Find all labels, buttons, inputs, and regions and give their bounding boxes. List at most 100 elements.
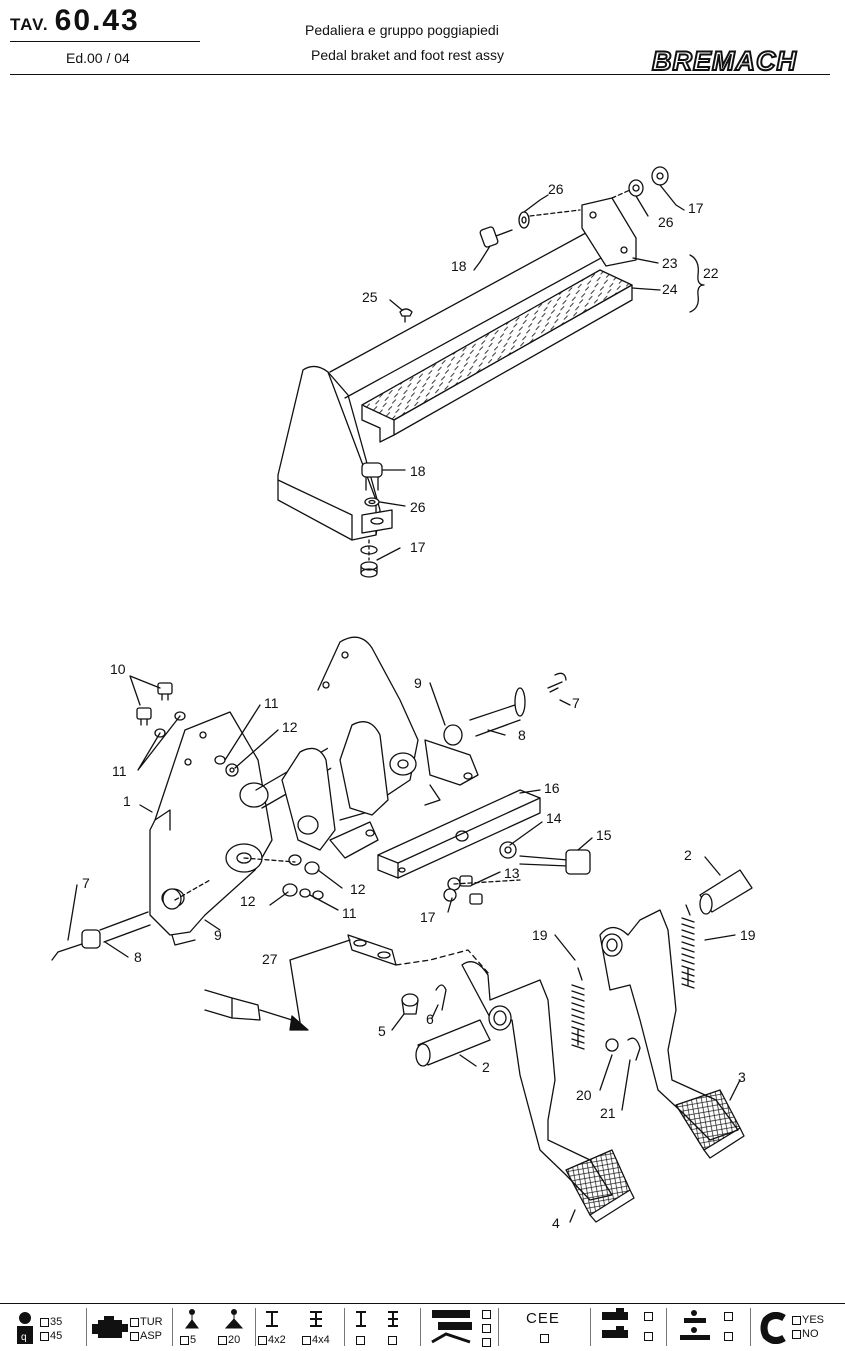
callout-6: 6 bbox=[426, 1011, 434, 1027]
axle-4x2-icon bbox=[266, 1311, 278, 1327]
footer-cell-drive: 4x2 4x4 bbox=[258, 1308, 342, 1348]
header-rule bbox=[10, 74, 830, 75]
edition: Ed.00 / 04 bbox=[66, 50, 130, 66]
callout-11: 11 bbox=[112, 763, 127, 779]
option-cab-1[interactable] bbox=[644, 1310, 654, 1322]
callout-17: 17 bbox=[420, 909, 436, 925]
option-20-speed[interactable]: 20 bbox=[218, 1334, 240, 1346]
option-cee[interactable] bbox=[540, 1332, 550, 1344]
callout-27: 27 bbox=[262, 951, 278, 967]
exploded-parts-drawing: 26 17 26 18 23 22 24 25 18 26 17 10 11 1… bbox=[0, 80, 845, 1300]
weight-icon: q bbox=[17, 1312, 33, 1344]
footer-cell-tonnage: q 35 45 bbox=[6, 1308, 86, 1348]
tav-number: 60.43 bbox=[54, 4, 140, 37]
option-platform-2[interactable] bbox=[724, 1330, 734, 1342]
callout-5: 5 bbox=[378, 1023, 386, 1039]
callout-8: 8 bbox=[518, 727, 526, 743]
callout-10: 10 bbox=[110, 661, 126, 677]
footer-options-bar: q 35 45 TUR ASP 5 20 4 bbox=[0, 1303, 845, 1351]
footer-cell-cee: CEE bbox=[502, 1308, 588, 1348]
callout-17: 17 bbox=[688, 200, 704, 216]
option-c-icon bbox=[760, 1312, 786, 1344]
gear-lever-reducer-icon bbox=[224, 1309, 244, 1329]
callout-3: 3 bbox=[738, 1069, 746, 1085]
title-italian: Pedaliera e gruppo poggiapiedi bbox=[305, 22, 499, 38]
callout-8: 8 bbox=[134, 949, 142, 965]
option-body-3[interactable] bbox=[482, 1336, 492, 1348]
title-english: Pedal braket and foot rest assy bbox=[311, 47, 504, 63]
axle-config-icon bbox=[356, 1311, 366, 1327]
footer-cell-engine: TUR ASP bbox=[90, 1308, 170, 1348]
callout-19: 19 bbox=[740, 927, 756, 943]
footer-cell-axles bbox=[348, 1308, 418, 1348]
callout-9: 9 bbox=[414, 675, 422, 691]
cab-variant-icon bbox=[602, 1308, 628, 1338]
callout-18: 18 bbox=[451, 258, 467, 274]
option-4x2[interactable]: 4x2 bbox=[258, 1334, 286, 1346]
brand-logo: BREMACH bbox=[648, 45, 838, 75]
footer-cell-body bbox=[424, 1308, 496, 1348]
option-45[interactable]: 45 bbox=[40, 1330, 62, 1342]
callout-7: 7 bbox=[572, 695, 580, 711]
footer-separator bbox=[172, 1308, 173, 1346]
option-platform-1[interactable] bbox=[724, 1310, 734, 1322]
option-35[interactable]: 35 bbox=[40, 1316, 62, 1328]
footer-separator bbox=[86, 1308, 87, 1346]
pedal-bracket-assembly bbox=[51, 636, 753, 1223]
tav-label: TAV. bbox=[10, 15, 49, 34]
engine-icon bbox=[92, 1316, 128, 1338]
header-divider bbox=[10, 41, 200, 42]
callout-13: 13 bbox=[504, 865, 520, 881]
option-5-speed[interactable]: 5 bbox=[180, 1334, 196, 1346]
callout-11: 11 bbox=[264, 695, 279, 711]
callout-26: 26 bbox=[410, 499, 426, 515]
option-axle-double[interactable] bbox=[388, 1334, 398, 1346]
callout-7: 7 bbox=[82, 875, 90, 891]
callout-22: 22 bbox=[703, 265, 719, 281]
body-variant-icon bbox=[431, 1310, 472, 1344]
table-id: TAV. 60.43 bbox=[10, 4, 140, 38]
callout-14: 14 bbox=[546, 810, 562, 826]
option-tur[interactable]: TUR bbox=[130, 1316, 163, 1328]
callout-16: 16 bbox=[544, 780, 560, 796]
callout-2: 2 bbox=[684, 847, 692, 863]
callout-1: 1 bbox=[123, 793, 131, 809]
footer-cell-gears: 5 20 bbox=[176, 1308, 254, 1348]
footer-cell-yes-no: YES NO bbox=[754, 1308, 842, 1348]
callout-24: 24 bbox=[662, 281, 678, 297]
callout-12: 12 bbox=[240, 893, 256, 909]
gear-lever-icon bbox=[185, 1309, 199, 1329]
option-axle-single[interactable] bbox=[356, 1334, 366, 1346]
footer-separator bbox=[666, 1308, 667, 1346]
footer-separator bbox=[750, 1308, 751, 1346]
callout-15: 15 bbox=[596, 827, 612, 843]
callout-12: 12 bbox=[350, 881, 366, 897]
callout-4: 4 bbox=[552, 1215, 560, 1231]
option-4x4[interactable]: 4x4 bbox=[302, 1334, 330, 1346]
axle-4x4-icon bbox=[310, 1311, 322, 1327]
page-header: TAV. 60.43 Ed.00 / 04 Pedaliera e gruppo … bbox=[0, 0, 845, 80]
footer-separator bbox=[255, 1308, 256, 1346]
callout-19: 19 bbox=[532, 927, 548, 943]
option-yes[interactable]: YES bbox=[792, 1314, 824, 1326]
footer-cell-platform bbox=[670, 1308, 748, 1348]
svg-text:q: q bbox=[21, 1332, 27, 1343]
option-body-2[interactable] bbox=[482, 1322, 492, 1334]
callout-17: 17 bbox=[410, 539, 426, 555]
option-cab-2[interactable] bbox=[644, 1330, 654, 1342]
callout-20: 20 bbox=[576, 1087, 592, 1103]
platform-variant-icon bbox=[680, 1310, 710, 1340]
callout-11: 11 bbox=[342, 905, 357, 921]
option-no[interactable]: NO bbox=[792, 1328, 819, 1340]
callout-26: 26 bbox=[548, 181, 564, 197]
option-asp[interactable]: ASP bbox=[130, 1330, 162, 1342]
foot-rest-assembly bbox=[277, 166, 705, 578]
footer-separator bbox=[590, 1308, 591, 1346]
footer-separator bbox=[498, 1308, 499, 1346]
callout-2: 2 bbox=[482, 1059, 490, 1075]
callout-26: 26 bbox=[658, 214, 674, 230]
callout-12: 12 bbox=[282, 719, 298, 735]
option-body-1[interactable] bbox=[482, 1308, 492, 1320]
callout-23: 23 bbox=[662, 255, 678, 271]
callout-9: 9 bbox=[214, 927, 222, 943]
